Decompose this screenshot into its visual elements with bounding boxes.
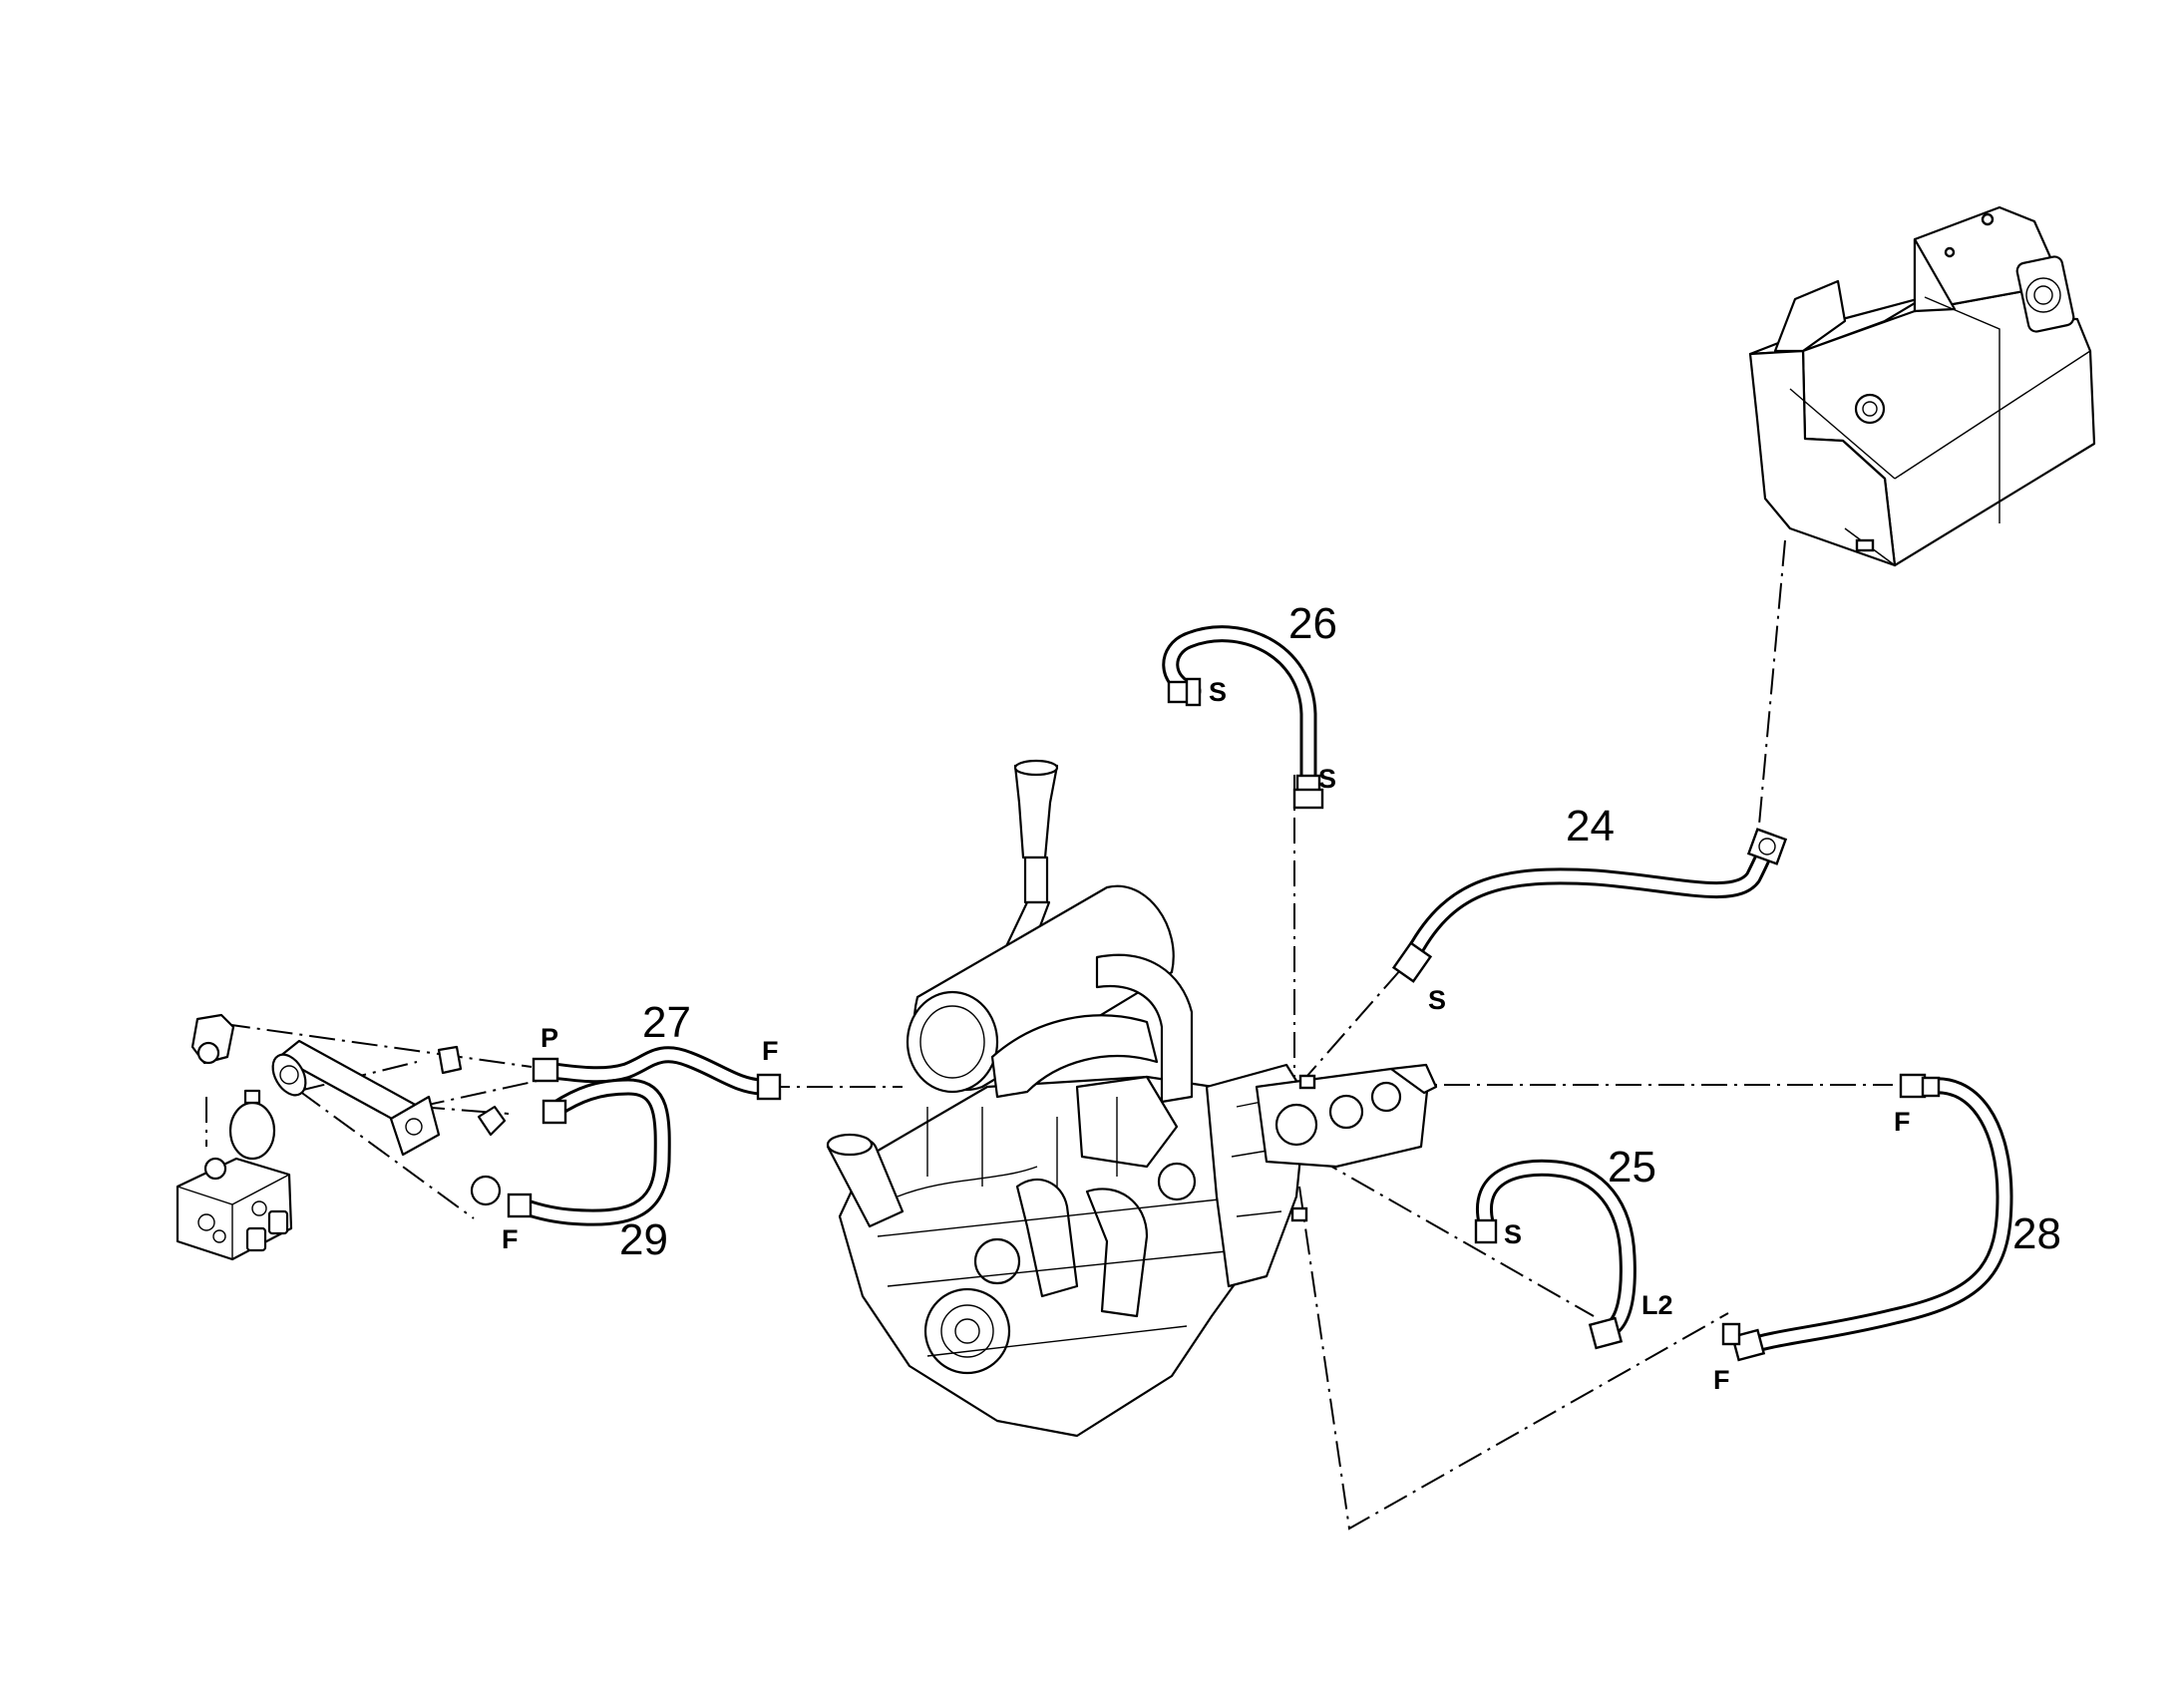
- callout-labels: 26 24 25 28 27 29: [619, 599, 2061, 1264]
- hose-25-l2-fitting: [1588, 1316, 1624, 1350]
- hose-28-f-top-nut: [1921, 1076, 1941, 1098]
- hose-27-p-fitting: [532, 1057, 559, 1083]
- valve-accumulator-cluster: [176, 1013, 507, 1261]
- hose-28-f-top-fitting: [1899, 1073, 1927, 1099]
- hose-26-bottom-nut: [1292, 788, 1324, 810]
- callout-28: 28: [2012, 1209, 2061, 1258]
- port-label-l2: L2: [1641, 1290, 1673, 1320]
- callout-26: 26: [1288, 599, 1337, 648]
- hose-26-top-nut: [1185, 677, 1202, 707]
- hydraulic-tank: [1748, 205, 2096, 567]
- hose-28: [1721, 1073, 2013, 1362]
- hose-24: [1391, 828, 1788, 983]
- port-label-f: F: [502, 1224, 519, 1254]
- hose-28-f-bottom-nut: [1721, 1322, 1741, 1346]
- hose-26: [1162, 625, 1324, 810]
- hose-24-tank-fitting: [1746, 828, 1788, 865]
- hose-25-s-fitting: [1474, 1218, 1498, 1244]
- port-label-f: F: [762, 1036, 779, 1066]
- port-label-s: S: [1318, 764, 1336, 794]
- hose-29: [507, 1078, 671, 1226]
- hose-25: [1474, 1159, 1636, 1350]
- port-label-s: S: [1209, 677, 1227, 707]
- port-labels: S S S P F F S L2 F F: [502, 677, 1911, 1395]
- hose-29-top-fitting: [542, 1099, 567, 1125]
- hose-24-s-fitting: [1391, 941, 1433, 983]
- callout-29: 29: [619, 1215, 668, 1264]
- port-label-s: S: [1504, 1219, 1522, 1249]
- port-label-f: F: [1713, 1365, 1730, 1395]
- callout-25: 25: [1608, 1143, 1656, 1192]
- hose-29-f-fitting: [507, 1193, 533, 1218]
- hose-27: [532, 1046, 782, 1101]
- port-label-f: F: [1894, 1107, 1911, 1137]
- port-label-p: P: [541, 1023, 558, 1053]
- callout-27: 27: [642, 998, 691, 1047]
- port-label-s: S: [1428, 985, 1446, 1015]
- callout-24: 24: [1566, 802, 1615, 851]
- engine-assembly: [826, 759, 1438, 1438]
- hose-27-f-fitting: [756, 1073, 782, 1101]
